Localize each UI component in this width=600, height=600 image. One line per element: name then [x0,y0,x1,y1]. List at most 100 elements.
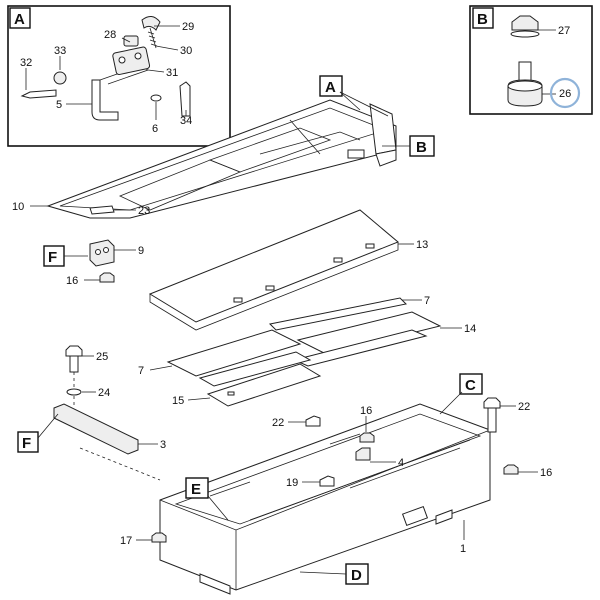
detail-box-b: B 27 26 [469,5,593,115]
callout-7b: 7 [138,365,144,377]
nut-27-flange [510,30,540,38]
detail-box-b-tag [472,7,494,29]
callout-25: 25 [96,351,108,363]
bolt-22-right-head [483,397,501,409]
strip-15 [206,363,322,407]
frame-mount-b [347,149,365,159]
callout-4: 4 [398,457,404,469]
callout-34: 34 [180,115,192,127]
leader-c-main [439,391,463,415]
screw-30-thread [147,31,158,47]
callout-5: 5 [56,99,62,111]
detail-box-a-tag [9,7,31,29]
tray-clip-4 [355,447,371,461]
tray-floor [174,413,482,525]
callout-24: 24 [98,387,110,399]
callout-16b: 16 [360,405,372,417]
callout-29: 29 [182,21,194,33]
leader-28 [121,37,131,43]
detail-a-letter: A [14,11,25,28]
tag-e-main [185,477,209,499]
tray-foot-2 [435,509,453,525]
leader-f-lower [37,413,59,439]
callout-17: 17 [120,535,132,547]
bracket-3 [53,403,139,455]
frame-brace [259,131,361,155]
latch-clip-28 [123,35,139,47]
letter-d-main: D [351,567,362,584]
strip-7-lower [166,329,302,377]
letter-c-main: C [465,377,476,394]
bracket-part-5 [91,79,119,121]
letter-b-main: B [416,139,427,156]
leader-30 [155,45,179,51]
callout-16c: 16 [540,467,552,479]
leader-e-main [207,495,229,521]
cover-slot-3 [333,257,343,263]
callout-1: 1 [460,543,466,555]
tray-outline [159,403,491,591]
strip-7-lower-b [198,351,312,387]
strip-15-slot [227,391,235,396]
detail-box-a: A 29 28 30 33 32 [7,5,231,147]
battery-tray-1 [159,403,491,595]
callout-16a: 16 [66,275,78,287]
tray-foot-1 [199,573,231,595]
dash-line-bracket-tray [79,447,161,481]
nut-16-right [503,464,519,475]
callout-33: 33 [54,45,66,57]
frame-cutout-2 [208,127,332,173]
latch-hole-2 [134,52,142,60]
callout-32: 32 [20,57,32,69]
callout-13: 13 [416,239,428,251]
callout-14: 14 [464,323,476,335]
leader-15 [187,397,211,401]
clip-hole-2 [103,247,109,253]
latch-assembly [20,16,191,121]
latch-knob-29 [141,16,161,31]
nut-27 [511,15,539,31]
nut-16-mid [359,432,375,443]
callout-6: 6 [152,123,158,135]
callout-3: 3 [160,439,166,451]
tray-rib-2 [349,447,461,489]
bolt-22-right-shank [487,407,497,433]
nut-17 [151,532,167,543]
strip-14-a [296,311,442,355]
letter-f-lower: F [22,435,31,452]
letter-f-left: F [48,249,57,266]
cover-slot-2 [265,285,275,291]
callout-26: 26 [559,88,571,100]
highlight-circle-26 [549,77,581,109]
buffer-26-stud [518,61,532,83]
detail-b-letter: B [477,11,488,28]
nut-16-upper [99,272,115,283]
callout-23: 23 [138,205,150,217]
letter-e-main: E [191,481,201,498]
tray-rib-1 [249,439,471,521]
callout-7a: 7 [424,295,430,307]
bolt-34 [179,81,191,117]
tag-a-main [319,75,343,97]
clip-bracket-9 [89,239,115,267]
tray-label-plate [401,505,429,527]
cover-slot-4 [365,243,375,249]
bolt-25-head [65,345,83,357]
cover-13-edge [149,242,399,331]
cover-slot-1 [233,297,243,303]
callout-31: 31 [166,67,178,79]
callout-10: 10 [12,201,24,213]
bolt-23 [89,205,115,215]
detail-box-a-frame [7,5,231,147]
latch-hole-1 [118,56,126,64]
callout-15: 15 [172,395,184,407]
leader-a-main-2 [339,91,389,117]
tray-slot-2 [329,433,361,445]
leader-a-main-1 [339,91,361,111]
clip-hole-1 [95,249,101,255]
buffer-26-top [507,80,543,92]
frame-diagonal [289,119,321,155]
frame-end-foot [375,149,397,167]
